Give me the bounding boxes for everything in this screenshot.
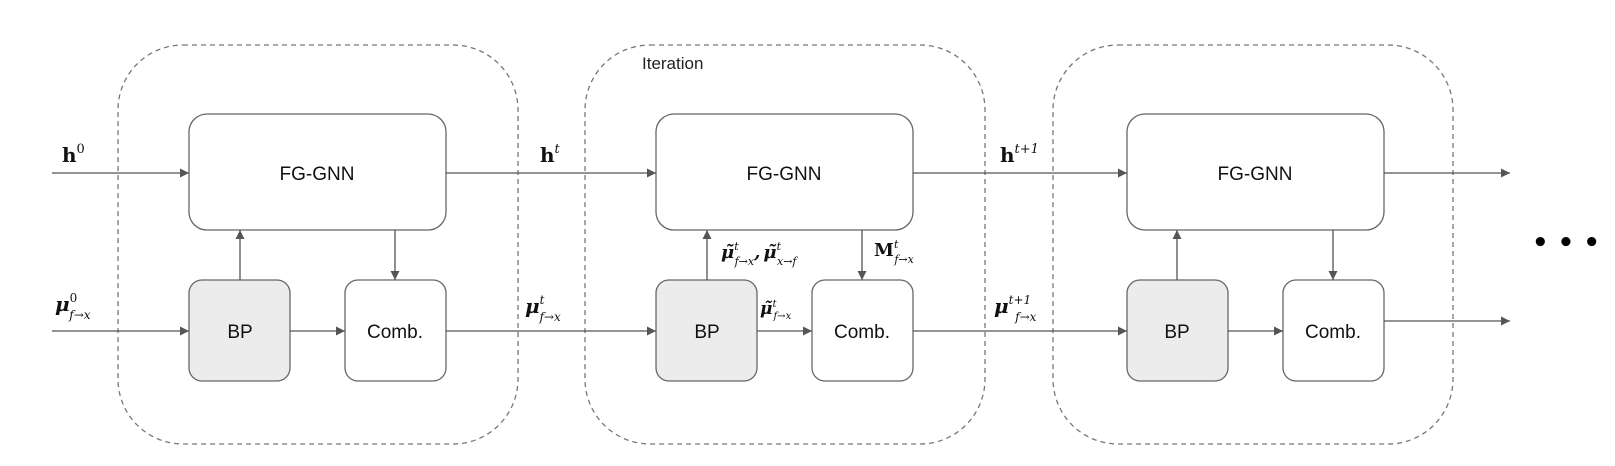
comb-label-3: Comb. [1305,322,1361,343]
fg-gnn-box-3 [1126,113,1385,231]
iteration-label: Iteration [642,54,703,73]
comb-label-2: Comb. [834,322,890,343]
fg-gnn-label-2: FG-GNN [747,164,822,185]
iteration-container-2 [584,44,986,445]
label-h0: h0 [62,142,85,167]
fg-gnn-label-3: FG-GNN [1218,164,1293,185]
fg-gnn-label-1: FG-GNN [280,164,355,185]
label-ht1: ht+1 [1000,142,1039,167]
iteration-container-3 [1052,44,1454,445]
comb-label-1: Comb. [367,322,423,343]
iteration-container-1 [117,44,519,445]
label-ht: ht [540,142,561,167]
bp-label-1: BP [227,322,252,343]
ellipsis: • • • [1532,228,1600,258]
fg-gnn-box-2 [655,113,914,231]
bp-label-2: BP [694,322,719,343]
bp-label-3: BP [1164,322,1189,343]
fg-gnn-box-1 [188,113,447,231]
